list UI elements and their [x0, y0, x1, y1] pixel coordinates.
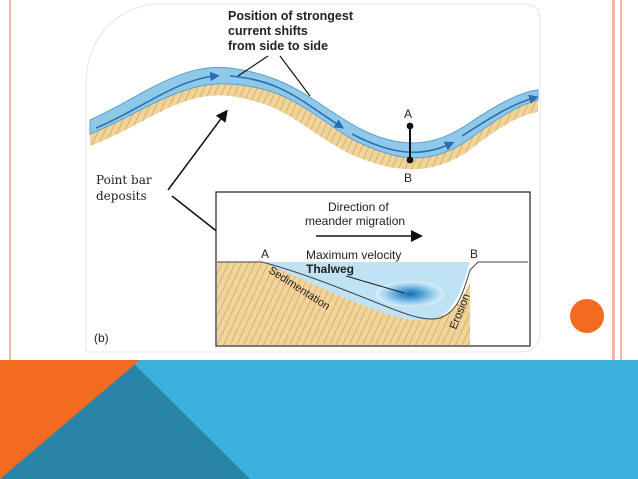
point-bar-line-1: Point bar	[96, 173, 152, 187]
bank-b-label: B	[470, 247, 478, 261]
direction-line-1: Direction of	[328, 200, 389, 214]
frame-right-border-2	[620, 0, 622, 370]
point-bar-annotation: Point bar deposits	[96, 109, 241, 250]
panel-label: (b)	[94, 331, 109, 345]
point-b-label: B	[404, 171, 412, 185]
max-velocity-label: Maximum velocity	[306, 248, 401, 262]
cross-section-marker: A B	[404, 107, 414, 185]
point-a-label: A	[404, 107, 412, 121]
cross-section-inset: Direction of meander migration A B Maxim…	[215, 191, 531, 347]
bottom-band	[0, 360, 638, 479]
caption-line-3: from side to side	[228, 39, 328, 53]
meander-river	[89, 66, 539, 170]
thalweg-label: Thalweg	[306, 262, 354, 276]
point-bar-line-2: deposits	[96, 189, 147, 203]
strongest-current-caption: Position of strongest current shifts fro…	[228, 9, 354, 97]
caption-line-2: current shifts	[228, 24, 308, 38]
frame-left-border	[9, 0, 11, 370]
direction-line-2: meander migration	[305, 214, 405, 228]
orange-bullet	[570, 299, 604, 333]
caption-line-1: Position of strongest	[228, 9, 354, 23]
frame-right-border	[612, 0, 615, 370]
bank-a-label: A	[261, 247, 269, 261]
